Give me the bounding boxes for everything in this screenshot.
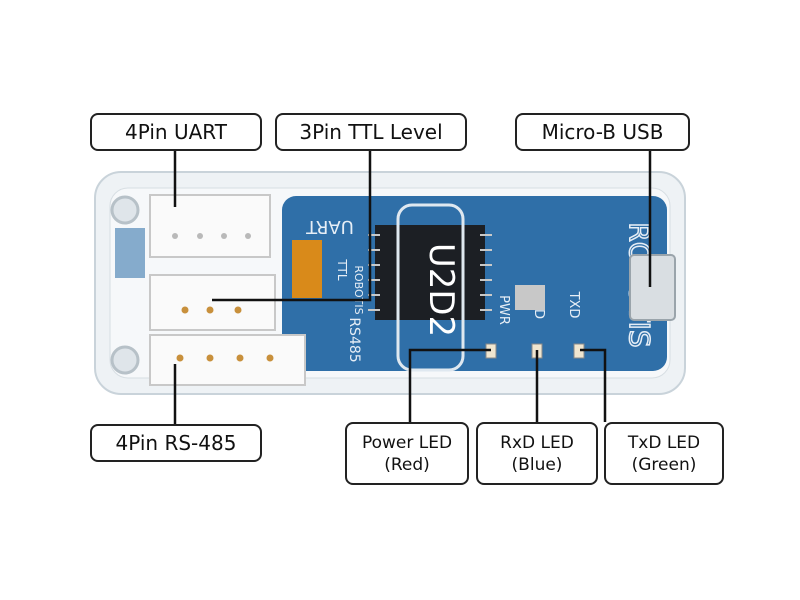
silk-ttl: TTL (335, 258, 349, 280)
txd-led-leader-line (580, 348, 607, 422)
callout-rs485: 4Pin RS-485 (90, 424, 262, 462)
chip-label: U2D2 (421, 243, 461, 337)
callout-usb: Micro-B USB (515, 113, 690, 151)
power-led-leader-line (408, 348, 491, 422)
callout-rxd-led-title: RxD LED (500, 432, 574, 453)
ttl-leader-line (212, 151, 372, 302)
silk-rs485: RS485 (346, 317, 362, 362)
ttl-header (292, 240, 322, 298)
callout-txd-led-title: TxD LED (627, 432, 701, 453)
callout-rxd-led: RxD LED (Blue) (476, 422, 598, 485)
callout-power-led-color: (Red) (384, 454, 430, 475)
callout-power-led: Power LED (Red) (345, 422, 469, 485)
silk-pwr: PWR (496, 295, 511, 325)
silk-txd: TXD (566, 291, 581, 319)
silk-uart: UART (305, 216, 354, 237)
screw-hole (110, 195, 140, 225)
callout-uart: 4Pin UART (90, 113, 262, 151)
micro-usb-port (629, 254, 676, 321)
uart-connector (149, 194, 271, 258)
ttl-connector (149, 274, 276, 331)
screw-hole (110, 345, 140, 375)
silk-brand: ROBOTIS (352, 265, 365, 314)
rs485-connector (149, 334, 306, 386)
callout-txd-led: TxD LED (Green) (604, 422, 724, 485)
callout-txd-led-color: (Green) (631, 454, 697, 475)
callout-rxd-led-color: (Blue) (511, 454, 563, 475)
callout-ttl: 3Pin TTL Level (275, 113, 467, 151)
callout-power-led-title: Power LED (361, 432, 453, 453)
